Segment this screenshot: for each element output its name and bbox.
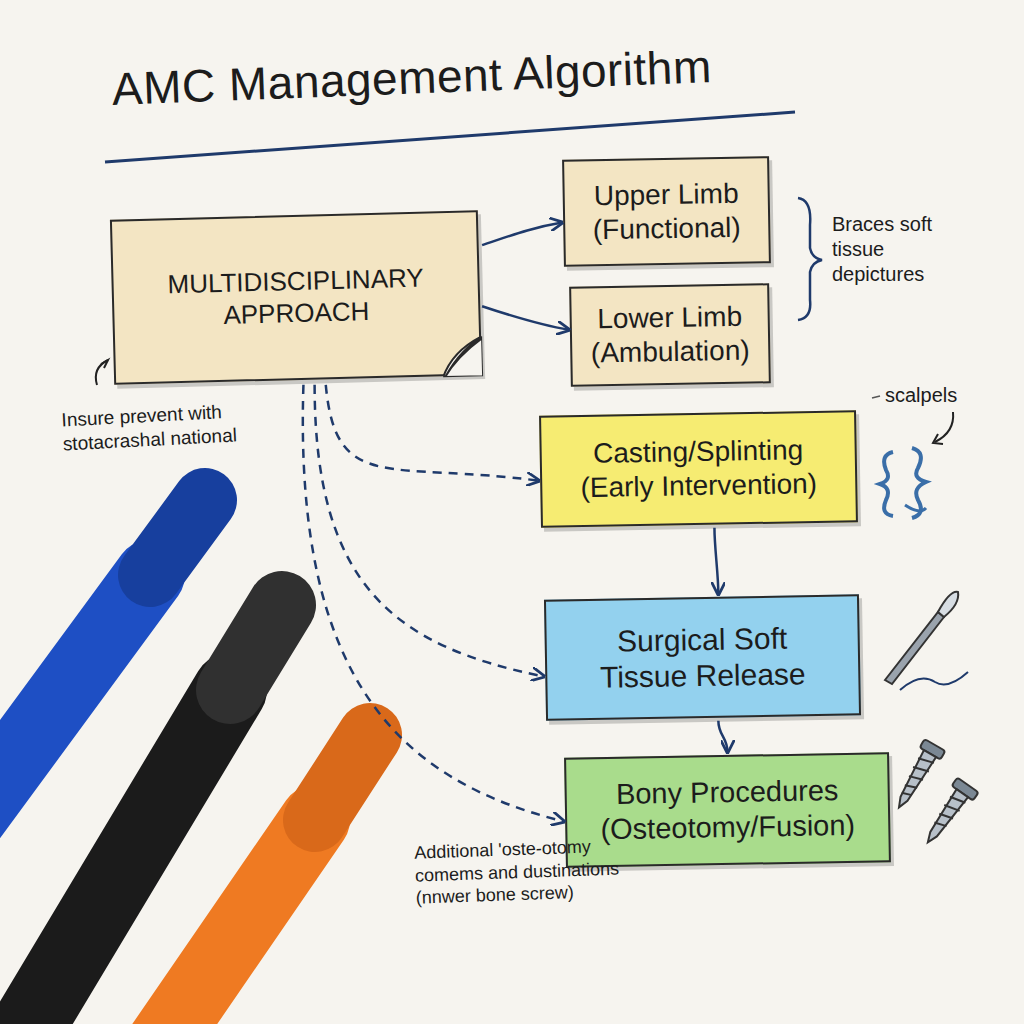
folded-corner-shape [442, 336, 483, 377]
process-box: Surgical Soft Tissue Release [544, 594, 861, 720]
note-label: scalpels [885, 383, 995, 408]
dashed-connector [315, 385, 544, 677]
brace-symbol [912, 448, 926, 518]
node-text: Surgical Soft Tissue Release [586, 619, 818, 695]
arrow-connector [482, 223, 562, 246]
bracket [798, 198, 822, 320]
process-box: Lower Limb (Ambulation) [569, 283, 771, 386]
title-underline [105, 112, 795, 162]
arrow-connector [482, 306, 569, 330]
note-label: Braces soft tissue depictures [832, 212, 962, 287]
arrow-head [101, 360, 108, 368]
node-text: Lower Limb (Ambulation) [579, 300, 760, 370]
arrow-connector [718, 721, 727, 752]
folded-corner [442, 336, 483, 377]
diagram-title: AMC Management Algorithm [111, 39, 713, 116]
node-text: Bony Procedures (Osteotomy/Fusion) [586, 773, 868, 847]
arrow-connector [714, 528, 718, 595]
process-box: Bony Procedures (Osteotomy/Fusion) [564, 752, 891, 868]
node-text: Upper Limb (Functional) [572, 176, 760, 246]
brace-symbol [905, 505, 926, 511]
note-label: Insure prevent with stotacrashal nationa… [61, 395, 313, 456]
dashed-connector [326, 385, 539, 481]
dashed-connector [303, 385, 564, 822]
arrow-head [933, 434, 943, 444]
leader-arrow [96, 360, 108, 385]
node-text: Casting/Splinting (Early Intervention) [555, 433, 841, 505]
brace-symbol [880, 452, 893, 516]
leader-arrow [935, 412, 953, 442]
note-label: Additional 'oste-otomy comems and dustin… [414, 834, 626, 909]
sticky-note-box: MULTIDISCIPLINARY APPROACH [110, 210, 482, 385]
marker-pens [0, 500, 370, 1024]
scalpel-drawing [885, 592, 968, 690]
bone-screw-drawing [889, 739, 979, 850]
process-box: Upper Limb (Functional) [562, 156, 771, 267]
process-box: Casting/Splinting (Early Intervention) [539, 410, 858, 528]
node-text: MULTIDISCIPLINARY APPROACH [131, 262, 461, 333]
tick-mark [872, 396, 880, 398]
